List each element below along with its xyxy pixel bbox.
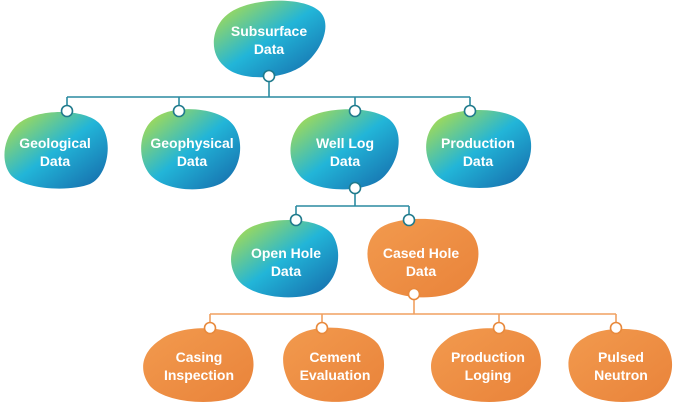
node-pulsed-neutron: Pulsed Neutron bbox=[568, 328, 673, 402]
node-blob bbox=[290, 109, 399, 190]
connector-dot bbox=[315, 321, 329, 335]
node-label-line1: Well Log bbox=[316, 135, 374, 151]
node-label-line1: Subsurface bbox=[231, 23, 307, 39]
connector-dot bbox=[262, 69, 276, 83]
connector-dot bbox=[402, 213, 416, 227]
node-label-line2: Data bbox=[330, 153, 361, 169]
node-label-line1: Open Hole bbox=[251, 245, 321, 261]
connector-dot bbox=[463, 104, 477, 118]
node-label-line2: Data bbox=[271, 263, 302, 279]
node-label-line1: Production bbox=[441, 135, 515, 151]
node-blob bbox=[213, 0, 326, 78]
node-subsurface-data: Subsurface Data bbox=[213, 0, 326, 78]
node-label-line2: Inspection bbox=[164, 367, 234, 383]
node-blob bbox=[231, 219, 339, 298]
node-label-line1: Pulsed bbox=[598, 349, 644, 365]
node-casing-inspection: Casing Inspection bbox=[143, 328, 254, 402]
node-label-line1: Geological bbox=[19, 135, 91, 151]
connector-dot bbox=[348, 181, 362, 195]
connector-dot bbox=[407, 287, 421, 301]
connector-dot bbox=[60, 104, 74, 118]
node-blob bbox=[143, 328, 254, 402]
node-well-log-data: Well Log Data bbox=[290, 109, 399, 190]
connector-dot bbox=[172, 104, 186, 118]
node-label-line2: Loging bbox=[465, 367, 512, 383]
connector-dots bbox=[60, 69, 623, 335]
connector-dot bbox=[203, 321, 217, 335]
node-blob bbox=[283, 327, 385, 402]
node-label-line1: Production bbox=[451, 349, 525, 365]
node-label-line2: Data bbox=[40, 153, 71, 169]
node-blob bbox=[4, 112, 108, 189]
node-label-line1: Cased Hole bbox=[383, 245, 459, 261]
node-label-line2: Data bbox=[177, 153, 208, 169]
connector-dot bbox=[348, 104, 362, 118]
node-cement-evaluation: Cement Evaluation bbox=[283, 327, 385, 402]
node-label-line1: Casing bbox=[176, 349, 223, 365]
node-label-line2: Data bbox=[406, 263, 437, 279]
node-label-line2: Evaluation bbox=[300, 367, 371, 383]
node-production-data: Production Data bbox=[426, 109, 532, 188]
node-blob bbox=[568, 328, 673, 402]
connector-dot bbox=[289, 213, 303, 227]
connector-dot bbox=[492, 321, 506, 335]
node-cased-hole-data: Cased Hole Data bbox=[367, 218, 479, 298]
node-geological-data: Geological Data bbox=[4, 112, 108, 189]
node-blob bbox=[141, 109, 241, 190]
node-open-hole-data: Open Hole Data bbox=[231, 219, 339, 298]
node-label-line1: Cement bbox=[309, 349, 361, 365]
node-production-loging: Production Loging bbox=[431, 328, 541, 402]
node-blob bbox=[431, 328, 541, 402]
connector-dot bbox=[609, 321, 623, 335]
node-geophysical-data: Geophysical Data bbox=[141, 109, 241, 190]
node-blob bbox=[426, 109, 532, 188]
node-label-line1: Geophysical bbox=[150, 135, 233, 151]
node-label-line2: Neutron bbox=[594, 367, 648, 383]
node-blob bbox=[367, 218, 479, 298]
node-label-line2: Data bbox=[463, 153, 494, 169]
node-label-line2: Data bbox=[254, 41, 285, 57]
